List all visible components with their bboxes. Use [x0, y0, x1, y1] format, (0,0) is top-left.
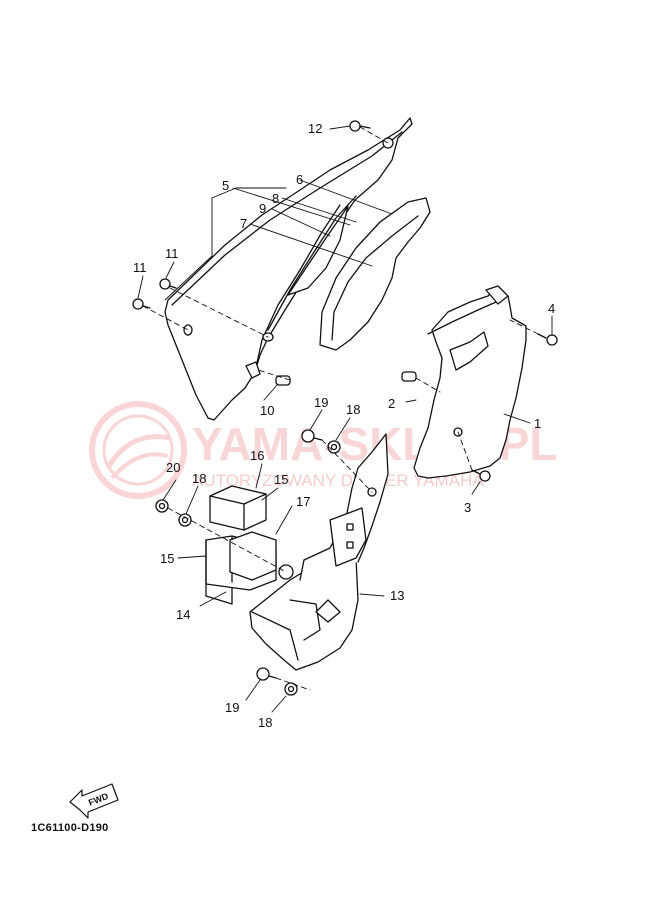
callout-18-upper: 18 [346, 402, 360, 417]
callout-11-lower: 11 [133, 260, 147, 275]
callout-7: 7 [240, 216, 247, 231]
grommet-18-upper [327, 440, 341, 454]
bolt-11b [132, 298, 151, 310]
assembly-lines [142, 126, 539, 691]
callout-20: 20 [166, 460, 180, 475]
callout-4: 4 [548, 301, 555, 316]
callout-11-upper: 11 [165, 246, 179, 261]
collar-2 [401, 371, 417, 382]
callout-14: 14 [176, 607, 190, 622]
battery-box-bracket [249, 433, 389, 671]
callout-3: 3 [464, 500, 471, 515]
callout-2: 2 [388, 396, 395, 411]
callout-19-lower: 19 [225, 700, 239, 715]
callout-9: 9 [259, 201, 266, 216]
callout-labels: 1 2 3 4 5 6 7 8 9 10 11 11 12 13 14 15 1… [133, 121, 555, 730]
bolt-19-lower [256, 667, 277, 681]
callout-18-mid: 18 [192, 471, 206, 486]
battery-pad-assembly [205, 485, 277, 605]
watermark-logo-icon [89, 401, 187, 499]
callout-15-upper: 15 [274, 472, 288, 487]
bolt-4 [537, 333, 558, 346]
callout-12: 12 [308, 121, 322, 136]
collar-10 [275, 375, 291, 386]
bolt-12 [349, 120, 371, 132]
fwd-arrow-icon: FWD [69, 783, 119, 819]
callout-10: 10 [260, 403, 274, 418]
callout-18-lower: 18 [258, 715, 272, 730]
callout-13: 13 [390, 588, 404, 603]
callout-15-lower: 15 [160, 551, 174, 566]
bolt-19-upper [301, 429, 323, 443]
callout-6: 6 [296, 172, 303, 187]
diagram-code: 1C61100-D190 [31, 822, 109, 834]
bolt-3 [471, 469, 491, 482]
side-cover-left [164, 117, 413, 421]
bolt-11a [159, 278, 177, 290]
callout-17: 17 [296, 494, 310, 509]
nut-20 [155, 499, 169, 513]
watermark-subtitle: AUTORYZOWANY DEALER YAMAHA [192, 471, 484, 490]
callout-8: 8 [272, 191, 279, 206]
callout-16: 16 [250, 448, 264, 463]
grommet-18-mid [178, 513, 192, 527]
callout-19-upper: 19 [314, 395, 328, 410]
leader-lines [137, 125, 553, 713]
grommet-18-lower [284, 682, 298, 696]
callout-5: 5 [222, 178, 229, 193]
callout-1: 1 [534, 416, 541, 431]
